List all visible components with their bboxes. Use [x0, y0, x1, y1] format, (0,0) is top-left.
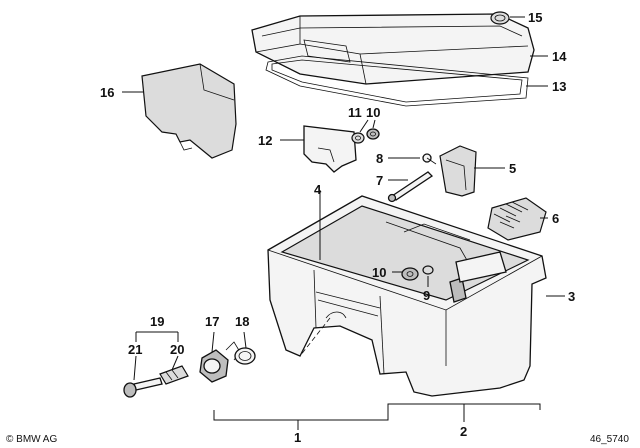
rod-part — [387, 171, 434, 203]
callouts: 15 14 13 16 11 10 12 8 7 5 4 6 10 9 3 19… — [100, 10, 575, 445]
callout-21: 21 — [128, 342, 142, 357]
lock-cylinder-part — [199, 341, 241, 383]
callout-17: 17 — [205, 314, 219, 329]
callout-18: 18 — [235, 314, 249, 329]
callout-15: 15 — [528, 10, 542, 25]
key-part — [123, 377, 163, 398]
callout-4: 4 — [314, 182, 322, 197]
lid-part — [251, 13, 535, 85]
lock-ring-part — [234, 347, 256, 365]
callout-7: 7 — [376, 173, 383, 188]
washer-lower-part — [422, 265, 434, 275]
callout-10-lower: 10 — [372, 265, 386, 280]
side-cover-part — [141, 63, 237, 159]
callout-20: 20 — [170, 342, 184, 357]
copyright-text: © BMW AG — [6, 434, 57, 445]
callout-16: 16 — [100, 85, 114, 100]
callout-10-top: 10 — [366, 105, 380, 120]
washer-part — [351, 132, 365, 144]
callout-19: 19 — [150, 314, 164, 329]
rubber-nut-part — [401, 267, 419, 281]
callout-3: 3 — [568, 289, 575, 304]
callout-12: 12 — [258, 133, 272, 148]
callout-5: 5 — [509, 161, 516, 176]
case-part — [267, 195, 547, 397]
nut-part — [366, 128, 380, 140]
callout-6: 6 — [552, 211, 559, 226]
diagram-code: 46_5740 — [590, 434, 629, 445]
leader-lines — [122, 16, 565, 430]
callout-11: 11 — [348, 105, 362, 120]
lock-barrel-part — [159, 365, 189, 385]
plug-part — [490, 11, 510, 25]
holder-part — [487, 197, 547, 241]
bracket-part — [303, 125, 357, 173]
latch-part — [439, 145, 477, 197]
clip-part — [422, 153, 437, 165]
callout-13: 13 — [552, 79, 566, 94]
callout-8: 8 — [376, 151, 383, 166]
callout-9: 9 — [423, 288, 430, 303]
callout-14: 14 — [552, 49, 567, 64]
callout-1: 1 — [294, 430, 301, 445]
callout-2: 2 — [460, 424, 467, 439]
seal-part — [265, 55, 529, 107]
